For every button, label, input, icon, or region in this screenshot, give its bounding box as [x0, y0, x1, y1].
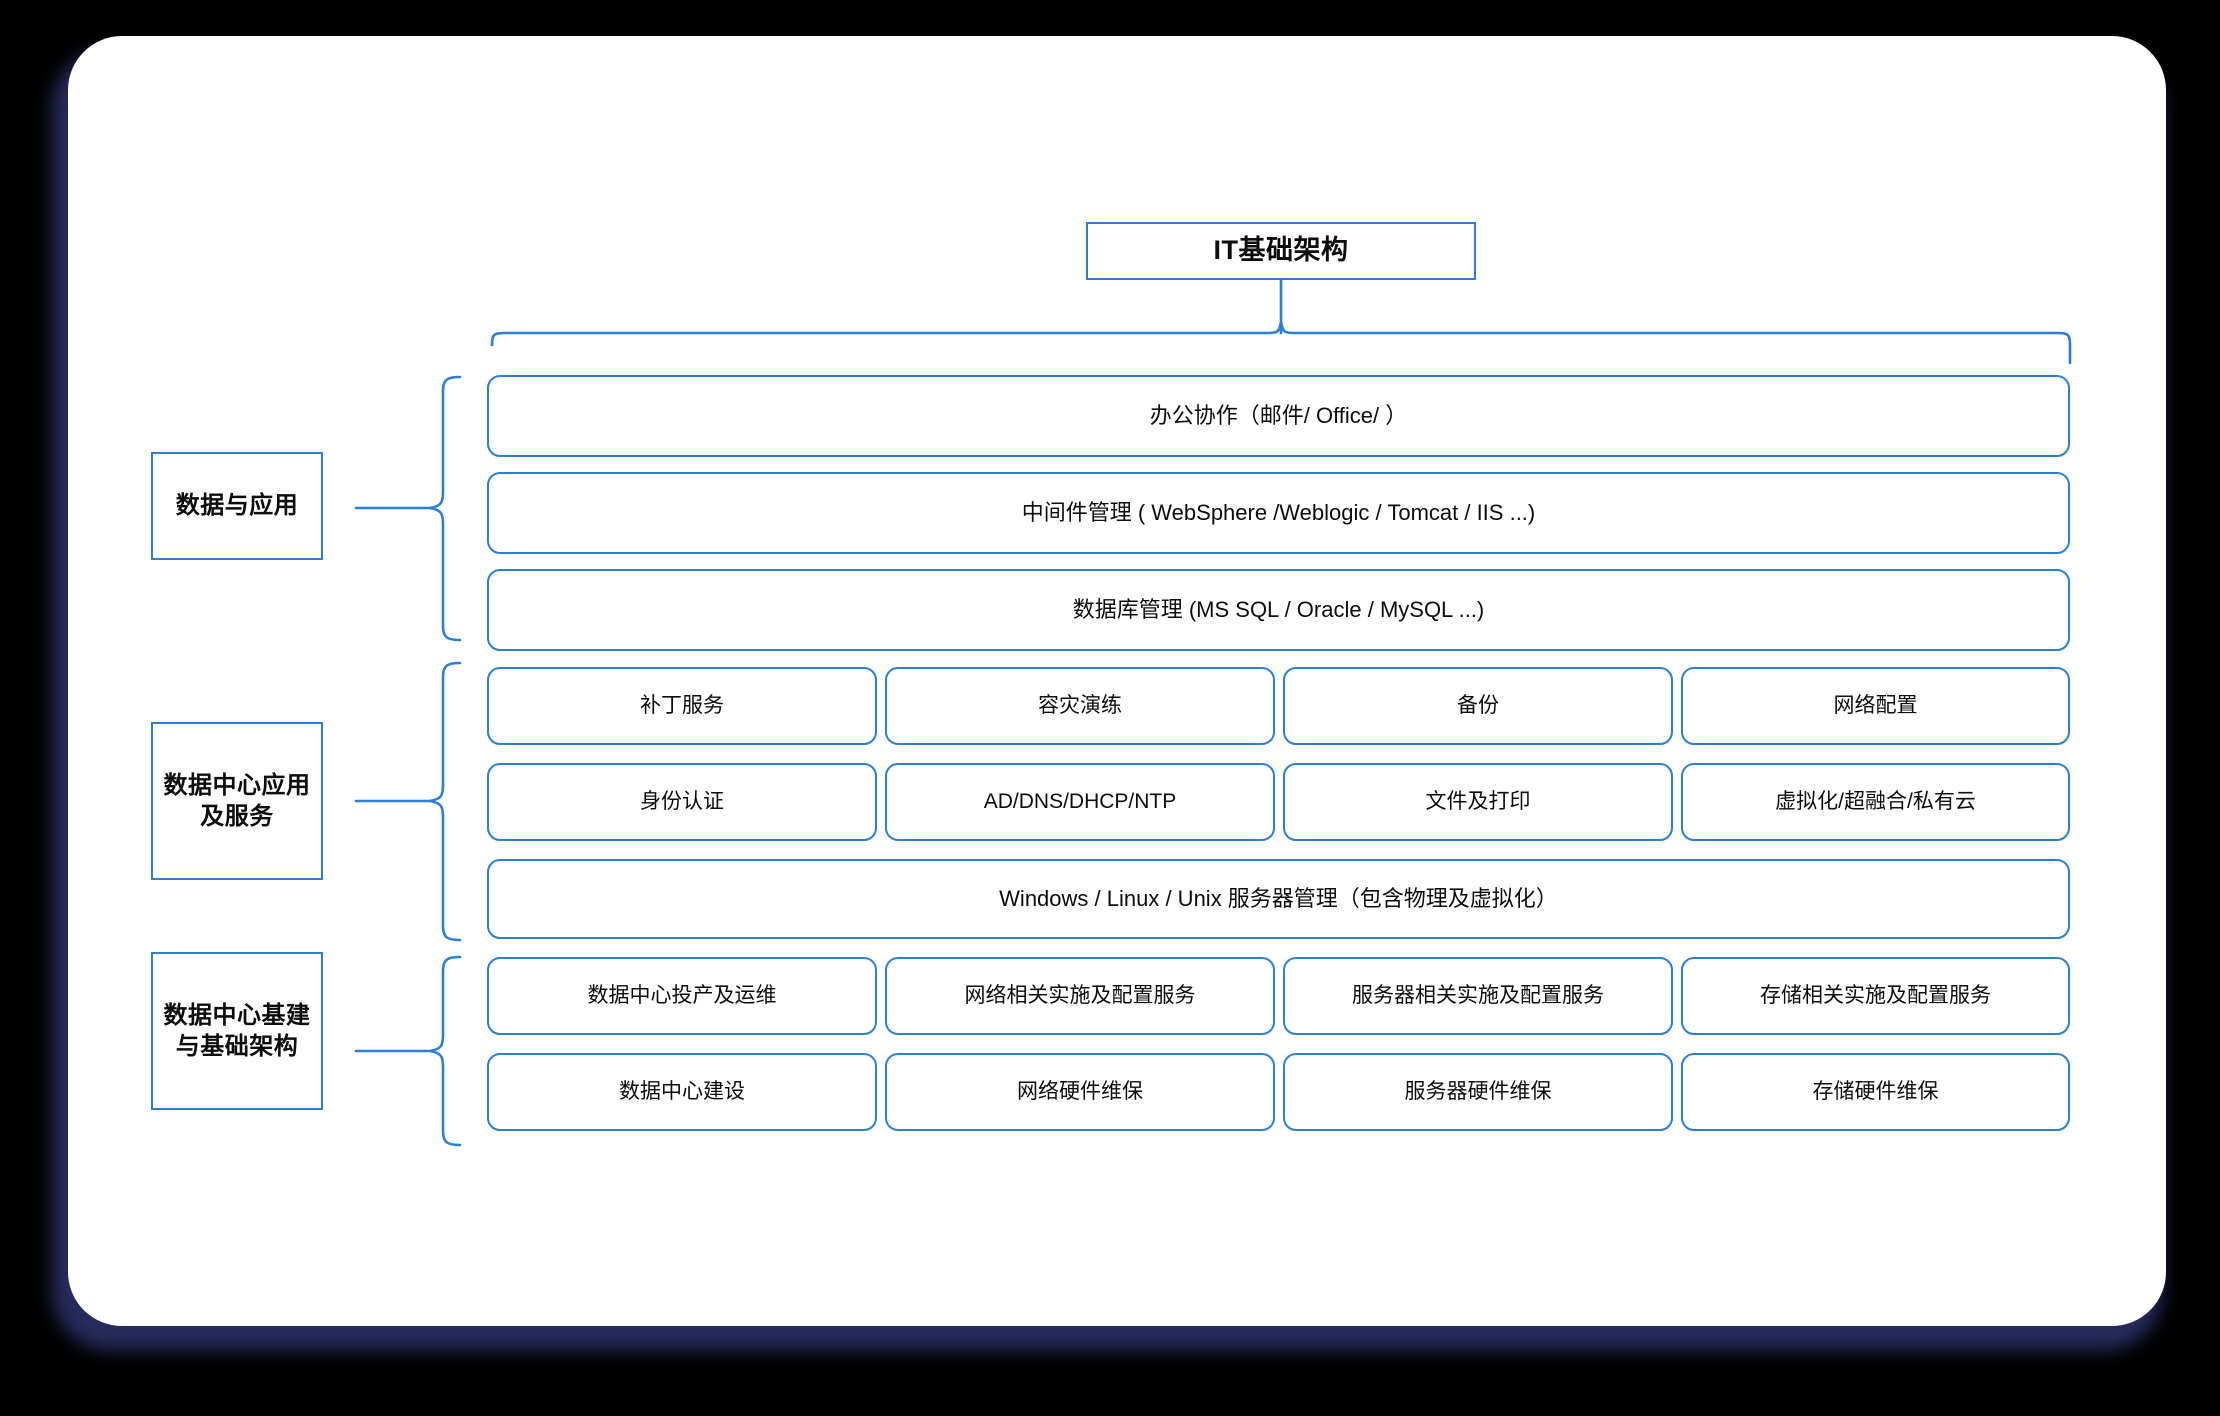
item-server-hardware-maintenance[interactable]: 服务器硬件维保 [1283, 1053, 1673, 1131]
item-datacenter-commissioning-ops[interactable]: 数据中心投产及运维 [487, 957, 877, 1035]
group-brace-datacenter-apps [428, 661, 462, 942]
group-brace-datacenter-infra [428, 955, 462, 1147]
group-label-datacenter-infra[interactable]: 数据中心基建与基础架构 [151, 952, 323, 1110]
item-server-implementation-config[interactable]: 服务器相关实施及配置服务 [1283, 957, 1673, 1035]
item-datacenter-construction[interactable]: 数据中心建设 [487, 1053, 877, 1131]
item-patch-service[interactable]: 补丁服务 [487, 667, 877, 745]
item-server-management[interactable]: Windows / Linux / Unix 服务器管理（包含物理及虚拟化） [487, 859, 2070, 939]
item-network-hardware-maintenance[interactable]: 网络硬件维保 [885, 1053, 1275, 1131]
group-label-data-and-apps[interactable]: 数据与应用 [151, 452, 323, 560]
group-brace-data-and-apps [428, 375, 462, 642]
item-dr-drill[interactable]: 容灾演练 [885, 667, 1275, 745]
item-virtualization-hci-private-cloud[interactable]: 虚拟化/超融合/私有云 [1681, 763, 2070, 841]
item-ad-dns-dhcp-ntp[interactable]: AD/DNS/DHCP/NTP [885, 763, 1275, 841]
item-network-configuration[interactable]: 网络配置 [1681, 667, 2070, 745]
root-title-box[interactable]: IT基础架构 [1086, 222, 1476, 280]
root-horizontal-brace [490, 320, 2072, 365]
item-middleware-management[interactable]: 中间件管理 ( WebSphere /Weblogic / Tomcat / I… [487, 472, 2070, 554]
item-backup[interactable]: 备份 [1283, 667, 1673, 745]
group-label-datacenter-apps[interactable]: 数据中心应用及服务 [151, 722, 323, 880]
item-file-and-print[interactable]: 文件及打印 [1283, 763, 1673, 841]
item-network-implementation-config[interactable]: 网络相关实施及配置服务 [885, 957, 1275, 1035]
item-storage-implementation-config[interactable]: 存储相关实施及配置服务 [1681, 957, 2070, 1035]
item-identity-authentication[interactable]: 身份认证 [487, 763, 877, 841]
item-database-management[interactable]: 数据库管理 (MS SQL / Oracle / MySQL ...) [487, 569, 2070, 651]
item-office-collaboration[interactable]: 办公协作（邮件/ Office/ ） [487, 375, 2070, 457]
item-storage-hardware-maintenance[interactable]: 存储硬件维保 [1681, 1053, 2070, 1131]
